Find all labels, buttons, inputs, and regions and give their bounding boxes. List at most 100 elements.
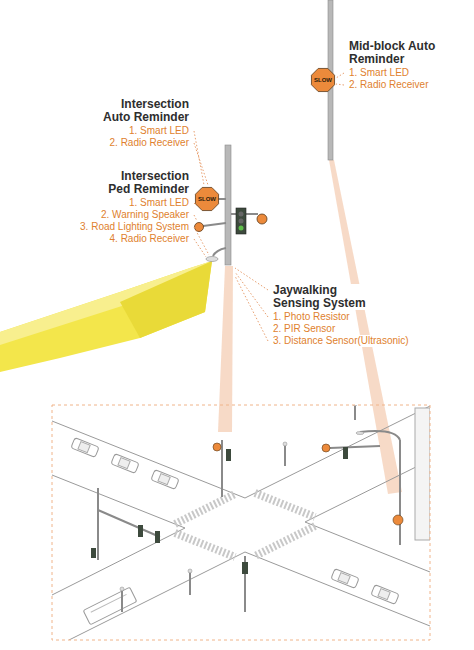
- scene-sign: [155, 531, 160, 543]
- intersection-pole: [213, 248, 226, 256]
- sensor-beam: [218, 266, 233, 432]
- intersection-pole: [239, 212, 244, 217]
- scene-pole: [221, 440, 223, 497]
- scene-sign: [188, 569, 192, 573]
- building: [415, 408, 430, 540]
- intersection-pole: [195, 145, 268, 265]
- scene-sign: [91, 548, 96, 558]
- road-curb: [305, 460, 430, 522]
- scene-pole: [189, 572, 191, 595]
- leader-line: [235, 276, 268, 341]
- leader-line: [194, 131, 204, 185]
- crosswalk: [175, 494, 235, 524]
- sensor-beam: [329, 160, 402, 494]
- sensor-beam: [218, 160, 402, 494]
- leader-line: [235, 268, 268, 290]
- mid-block-pole: [311, 68, 334, 91]
- scene-pole: [284, 445, 286, 466]
- component-item: 1. Smart LED: [128, 197, 190, 209]
- car: [111, 454, 139, 474]
- intersection-pole: [206, 257, 218, 262]
- car: [118, 458, 130, 469]
- scene-sign: [283, 442, 287, 446]
- road-light-beam: [120, 261, 212, 338]
- intersection-pole: [218, 198, 226, 200]
- intersection-pole: [236, 208, 246, 234]
- scene-sign: [322, 444, 330, 452]
- leader-line: [336, 84, 344, 85]
- crosswalk: [255, 493, 315, 517]
- road-curb: [52, 406, 430, 640]
- scene-pole: [97, 488, 99, 560]
- scene-pole: [98, 510, 160, 537]
- car: [378, 589, 390, 600]
- component-item: 2. Radio Receiver: [109, 137, 190, 149]
- scene-pole: [360, 431, 400, 440]
- street-scene: [52, 405, 430, 640]
- car: [78, 442, 90, 453]
- road-curb: [305, 522, 430, 572]
- car: [158, 474, 170, 485]
- leader-line: [336, 73, 344, 78]
- component-item: 2. Radio Receiver: [348, 79, 429, 91]
- component-item: 3. Distance Sensor(Ultrasonic): [272, 335, 410, 347]
- road-light-beam: [0, 261, 212, 372]
- car: [151, 470, 179, 490]
- sign-text: SLOW: [198, 196, 216, 203]
- component-item: 4. Radio Receiver: [109, 233, 190, 245]
- intersection-pole: [239, 219, 244, 224]
- component-item: 1. Smart LED: [348, 67, 410, 79]
- intersection-pole: [203, 223, 226, 226]
- group-heading: Jaywalking Sensing System: [272, 284, 368, 310]
- scene-sign: [213, 443, 221, 451]
- component-item: 1. Photo Resistor: [272, 311, 351, 323]
- intersection-pole: [239, 226, 244, 231]
- intersection-pole: [225, 145, 231, 265]
- scene-sign: [356, 432, 364, 435]
- leader-line: [194, 203, 197, 206]
- component-item: 2. Warning Speaker: [100, 209, 190, 221]
- car: [331, 569, 359, 589]
- car: [71, 438, 399, 605]
- car: [71, 438, 99, 458]
- group-heading: Intersection Auto Reminder: [101, 98, 190, 124]
- leader-line: [235, 272, 268, 317]
- bus: [83, 587, 137, 625]
- scene-sign: [393, 515, 403, 525]
- scene-sign: [343, 447, 348, 459]
- scene-sign: [138, 525, 143, 537]
- car: [371, 585, 399, 605]
- scene-sign: [226, 449, 231, 461]
- leader-line: [194, 227, 209, 255]
- detail-frame: [52, 405, 430, 640]
- road-light-beam: [0, 261, 212, 345]
- scene-pole: [354, 405, 356, 420]
- crosswalk: [175, 533, 235, 557]
- car: [338, 573, 350, 584]
- road-curb: [245, 406, 430, 498]
- scene-sign: [91, 405, 403, 591]
- road-light-beam: [0, 261, 212, 372]
- scene-pole: [121, 590, 123, 612]
- leader-line: [194, 215, 197, 221]
- group-heading: Mid-block Auto Reminder: [348, 40, 437, 66]
- scene-pole: [399, 440, 401, 545]
- intersection-pole: [195, 187, 218, 210]
- leader-line: [194, 239, 206, 257]
- crosswalk: [175, 493, 315, 557]
- car: [371, 585, 399, 605]
- bus: [83, 587, 137, 625]
- crosswalk: [255, 526, 315, 556]
- sign-text: SLOW: [314, 77, 332, 84]
- intersection-pole: [257, 214, 267, 224]
- car: [151, 470, 179, 490]
- car: [331, 569, 359, 589]
- group-heading: Intersection Ped Reminder: [106, 170, 190, 196]
- scene-pole: [330, 446, 380, 448]
- component-item: 1. Smart LED: [128, 125, 190, 137]
- scene-sign: [242, 562, 248, 574]
- mid-block-pole: [311, 0, 334, 160]
